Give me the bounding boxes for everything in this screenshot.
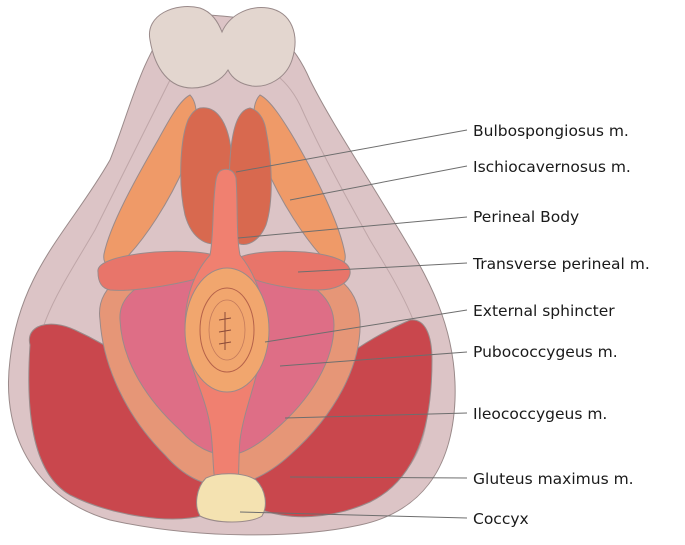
leader-coccyx — [239, 511, 468, 519]
label-ileococcygeus: Ileococcygeus m. — [473, 405, 607, 423]
bulbospongiosus-right — [227, 107, 272, 245]
external-sphincter-inner-ring-2 — [208, 299, 246, 361]
label-coccyx: Coccyx — [473, 510, 529, 528]
anus-mark — [218, 312, 232, 350]
label-ischiocavernosus: Ischiocavernosus m. — [473, 158, 631, 176]
pubic-bone — [149, 6, 296, 89]
external-sphincter — [184, 267, 270, 393]
leader-pubococcygeus — [279, 351, 468, 367]
leader-perineal-body — [237, 216, 468, 239]
coccyx-bone — [196, 473, 266, 523]
label-bulbospongiosus: Bulbospongiosus m. — [473, 122, 629, 140]
label-perineal-body: Perineal Body — [473, 208, 579, 226]
label-transverse-perineal: Transverse perineal m. — [472, 255, 650, 273]
label-pubococcygeus: Pubococcygeus m. — [473, 343, 618, 361]
leader-bulbospongiosus — [235, 129, 468, 173]
leader-transverse-perineal — [297, 262, 468, 273]
external-sphincter-inner-ring — [199, 287, 255, 373]
leader-gluteus-maximus — [289, 476, 468, 479]
label-external-sphincter: External sphincter — [473, 302, 615, 320]
leader-ischiocavernosus — [289, 165, 468, 201]
leader-external-sphincter — [264, 309, 468, 343]
label-gluteus-maximus: Gluteus maximus m. — [473, 470, 634, 488]
leader-ileococcygeus — [284, 412, 468, 419]
